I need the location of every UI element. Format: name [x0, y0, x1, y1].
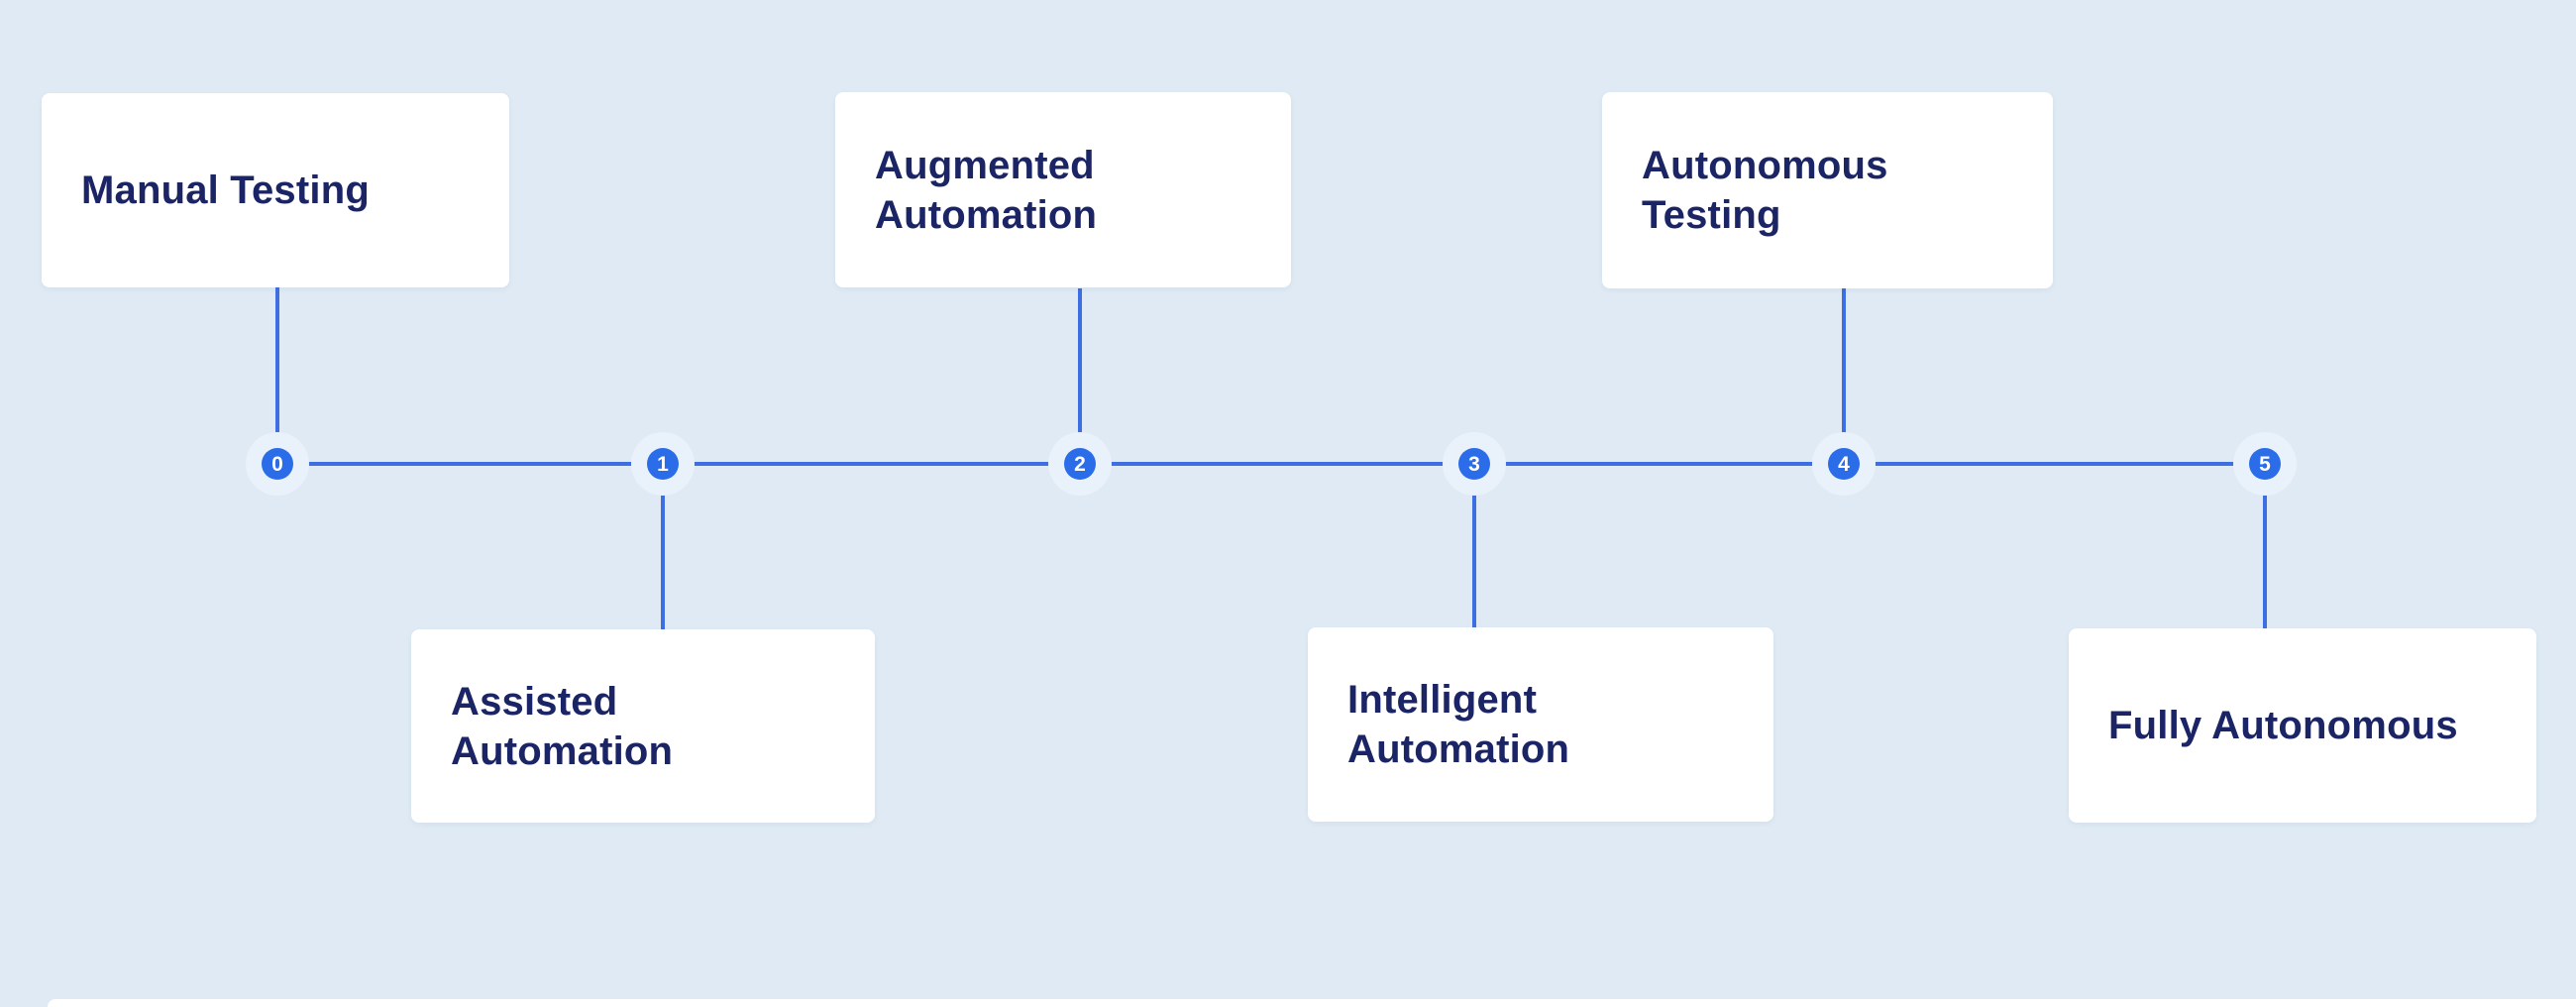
connector-line-stage-2 [1078, 288, 1082, 464]
stage-card-augmented-automation: Augmented Automation [835, 92, 1291, 287]
timeline-node-1: 1 [647, 448, 679, 480]
stage-card-label: Manual Testing [81, 168, 370, 212]
connector-line-stage-3 [1472, 464, 1476, 627]
node-number: 5 [2259, 452, 2271, 476]
connector-line-stage-0 [275, 287, 279, 464]
timeline-node-3: 3 [1458, 448, 1490, 480]
node-number: 0 [271, 452, 283, 476]
stage-card-autonomous-testing: Autonomous Testing [1602, 92, 2053, 288]
timeline-node-2: 2 [1064, 448, 1096, 480]
stage-card-label: Intelligent Automation [1347, 678, 1570, 771]
stage-card-manual-testing: Manual Testing [42, 93, 509, 287]
stage-card-label: Assisted Automation [451, 679, 674, 773]
stage-card-label: Autonomous Testing [1642, 144, 1888, 237]
connector-line-stage-5 [2263, 464, 2267, 628]
node-number: 2 [1074, 452, 1086, 476]
node-number: 4 [1838, 452, 1850, 476]
connector-line-stage-4 [1842, 288, 1846, 464]
node-number: 3 [1468, 452, 1480, 476]
timeline-axis-line [277, 462, 2265, 466]
timeline-node-4: 4 [1828, 448, 1860, 480]
stage-card-fully-autonomous: Fully Autonomous [2069, 628, 2536, 823]
stage-card-assisted-automation: Assisted Automation [411, 629, 875, 823]
stage-card-label: Augmented Automation [875, 143, 1098, 237]
connector-line-stage-1 [661, 464, 665, 629]
next-section-top-edge [48, 999, 2576, 1007]
node-number: 1 [657, 452, 669, 476]
stage-card-intelligent-automation: Intelligent Automation [1308, 627, 1773, 822]
stage-card-label: Fully Autonomous [2108, 704, 2458, 747]
timeline-node-5: 5 [2249, 448, 2281, 480]
timeline-node-0: 0 [262, 448, 293, 480]
